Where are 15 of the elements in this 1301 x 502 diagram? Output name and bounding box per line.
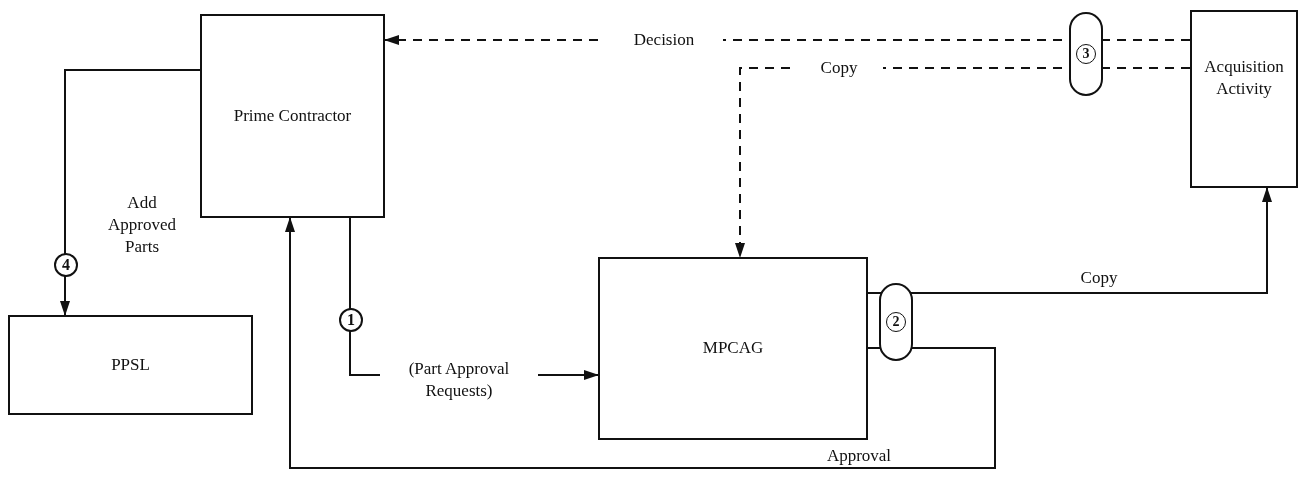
- box-label: PPSL: [110, 353, 151, 376]
- callout-number: 1: [339, 308, 363, 332]
- process-box: [8, 315, 253, 415]
- arrow: [867, 187, 1272, 294]
- arrow: [285, 217, 996, 469]
- box-label: Prime Contractor: [232, 104, 353, 127]
- process-box: [1190, 10, 1298, 188]
- box-label: Acquisition Activity: [1203, 56, 1285, 101]
- process-box: [598, 257, 868, 440]
- box-label: MPCAG: [701, 337, 765, 360]
- callout-number: 4: [54, 253, 78, 277]
- arrow: [60, 69, 201, 316]
- callout-number: 2: [879, 283, 913, 361]
- callout-number: 3: [1069, 12, 1103, 96]
- process-box: [200, 14, 385, 218]
